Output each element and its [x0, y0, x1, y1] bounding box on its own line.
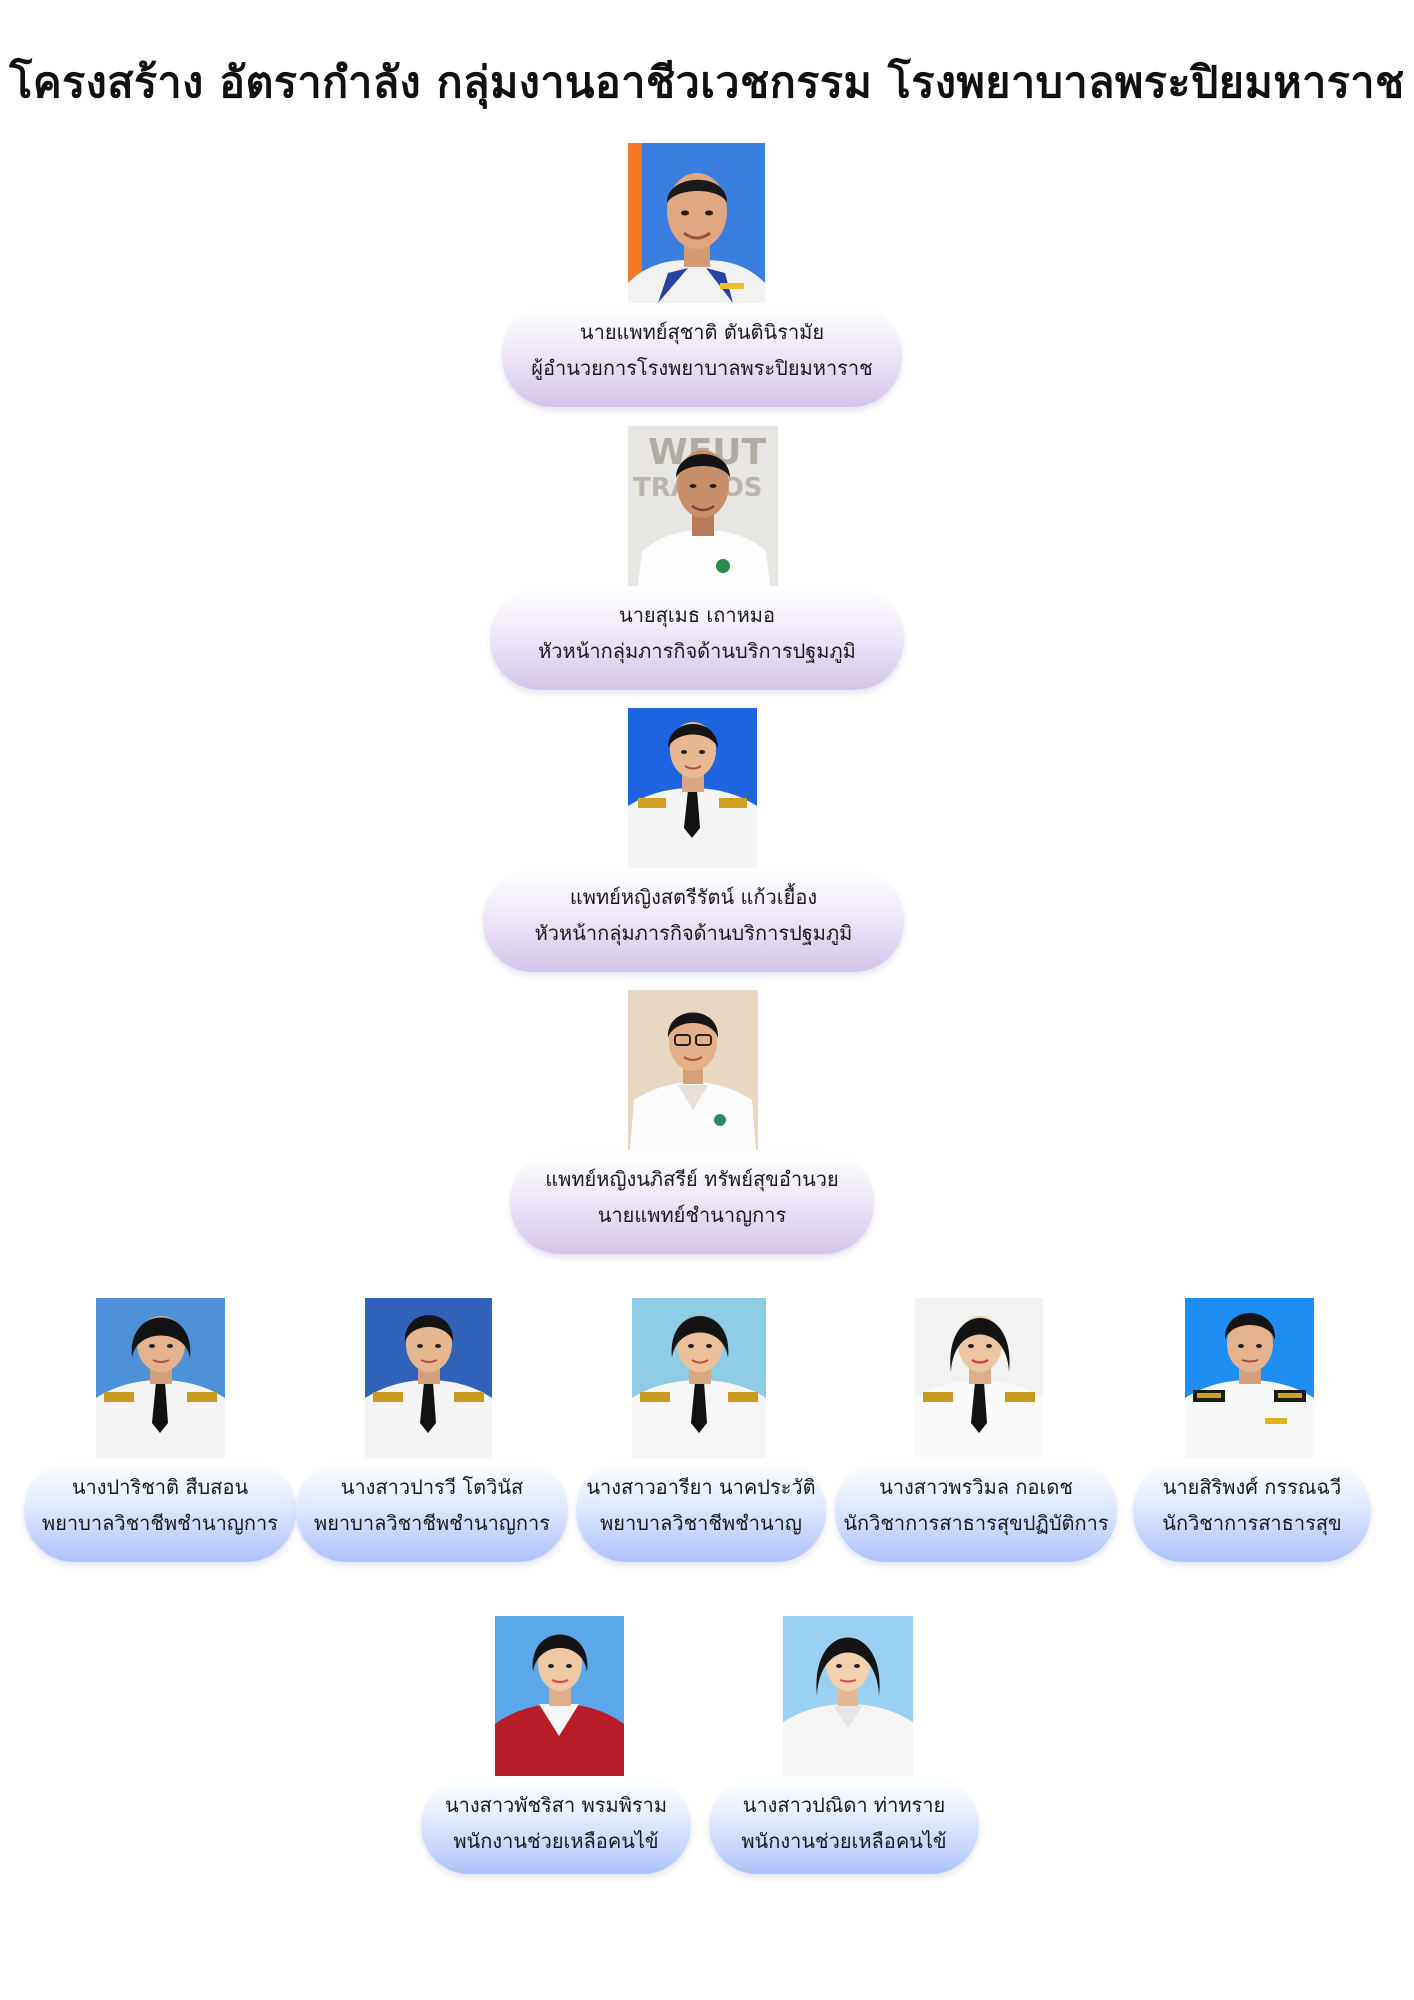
female-head-name: แพทย์หญิงสตรีรัตน์ แก้วเยื้อง	[569, 885, 818, 909]
primary-care-head-position: หัวหน้ากลุ่มภารกิจด้านบริการปฐมภูมิ	[538, 639, 856, 663]
staff-3-name: นางสาวอารียา นาคประวัติ	[586, 1475, 816, 1499]
staff-3-position: พยาบาลวิชาชีพชำนาญ	[600, 1511, 802, 1535]
page-title: โครงสร้าง อัตรากำลัง กลุ่มงานอาชีวเวชกรร…	[9, 58, 1405, 108]
staff-1-label: นางปาริชาติ สืบสอน พยาบาลวิชาชีพชำนาญการ	[24, 1460, 296, 1562]
staff-1-position: พยาบาลวิชาชีพชำนาญการ	[42, 1511, 278, 1535]
assistant-1-position: พนักงานช่วยเหลือคนไข้	[453, 1829, 659, 1853]
staff-3-photo	[632, 1298, 766, 1458]
staff-1-photo	[96, 1298, 225, 1458]
staff-2-label: นางสาวปารวี โตวินัส พยาบาลวิชาชีพชำนาญกา…	[296, 1460, 568, 1562]
doctor-name: แพทย์หญิงนภิสรีย์ ทรัพย์สุขอำนวย	[545, 1167, 839, 1191]
director-photo	[628, 143, 765, 303]
doctor-photo	[628, 990, 758, 1150]
staff-2-photo	[365, 1298, 492, 1458]
director-position: ผู้อำนวยการโรงพยาบาลพระปิยมหาราช	[531, 356, 873, 380]
staff-5-photo	[1185, 1298, 1314, 1458]
female-head-photo	[628, 708, 757, 868]
assistant-1-photo	[495, 1616, 624, 1776]
staff-5-position: นักวิชาการสาธารสุข	[1162, 1511, 1342, 1535]
staff-4-position: นักวิชาการสาธารสุขปฏิบัติการ	[843, 1511, 1109, 1535]
female-head-position: หัวหน้ากลุ่มภารกิจด้านบริการปฐมภูมิ	[534, 921, 853, 945]
staff-5-label: นายสิริพงศ์ กรรณฉวี นักวิชาการสาธารสุข	[1133, 1460, 1371, 1562]
primary-care-head-name: นายสุเมธ เถาหมอ	[619, 603, 775, 627]
staff-2-position: พยาบาลวิชาชีพชำนาญการ	[314, 1511, 550, 1535]
assistant-1-name: นางสาวพัชริสา พรมพิราม	[444, 1793, 668, 1817]
staff-4-label: นางสาวพรวิมล กอเดช นักวิชาการสาธารสุขปฏิ…	[835, 1460, 1117, 1562]
staff-5-name: นายสิริพงศ์ กรรณฉวี	[1162, 1475, 1342, 1499]
staff-2-name: นางสาวปารวี โตวินัส	[340, 1475, 524, 1499]
staff-4-photo	[915, 1298, 1043, 1458]
female-head-label: แพทย์หญิงสตรีรัตน์ แก้วเยื้อง หัวหน้ากลุ…	[483, 870, 904, 972]
director-name: นายแพทย์สุชาติ ตันตินิรามัย	[579, 320, 825, 344]
staff-4-name: นางสาวพรวิมล กอเดช	[879, 1475, 1073, 1499]
assistant-2-photo	[783, 1616, 913, 1776]
staff-3-label: นางสาวอารียา นาคประวัติ พยาบาลวิชาชีพชำน…	[576, 1460, 826, 1562]
primary-care-head-label: นายสุเมธ เถาหมอ หัวหน้ากลุ่มภารกิจด้านบร…	[490, 588, 904, 690]
doctor-position: นายแพทย์ชำนาญการ	[597, 1203, 787, 1227]
assistant-2-position: พนักงานช่วยเหลือคนไข้	[741, 1829, 947, 1853]
primary-care-head-photo: WEUT TRA HOS	[628, 426, 778, 586]
staff-1-name: นางปาริชาติ สืบสอน	[71, 1475, 249, 1499]
director-label: นายแพทย์สุชาติ ตันตินิรามัย ผู้อำนวยการโ…	[502, 305, 902, 407]
doctor-label: แพทย์หญิงนภิสรีย์ ทรัพย์สุขอำนวย นายแพทย…	[510, 1152, 874, 1254]
assistant-1-label: นางสาวพัชริสา พรมพิราม พนักงานช่วยเหลือค…	[421, 1778, 691, 1874]
assistant-2-name: นางสาวปณิดา ท่าทราย	[742, 1793, 946, 1817]
assistant-2-label: นางสาวปณิดา ท่าทราย พนักงานช่วยเหลือคนไข…	[709, 1778, 979, 1874]
